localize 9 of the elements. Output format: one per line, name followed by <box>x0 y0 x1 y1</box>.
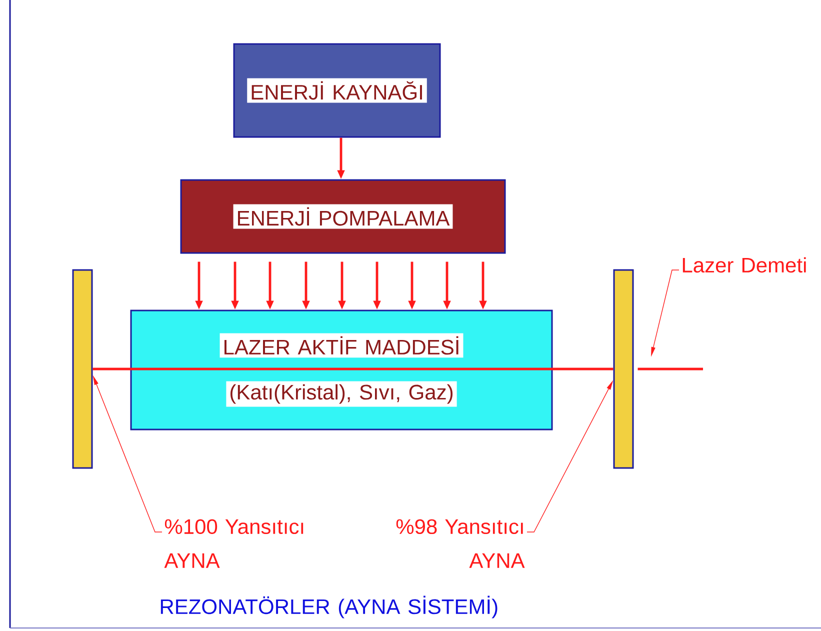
caption-label: REZONATÖRLER (AYNA SİSTEMİ) <box>160 596 498 618</box>
process-box: ENERJİ KAYNAĞI <box>233 43 441 138</box>
callout-text: %98 Yansıtıcı AYNA <box>396 519 525 568</box>
mirror-bar <box>72 269 93 469</box>
callout-text: %100 Yansıtıcı AYNA <box>164 519 304 568</box>
mirror-bar <box>613 269 634 469</box>
process-box: ENERJİ POMPALAMA <box>180 179 506 254</box>
laser-medium-box: LAZER AKTİF MADDESİ (Katı(Kristal), Sıvı, Gaz) <box>130 310 553 430</box>
callout-text: Lazer Demeti <box>682 257 806 273</box>
